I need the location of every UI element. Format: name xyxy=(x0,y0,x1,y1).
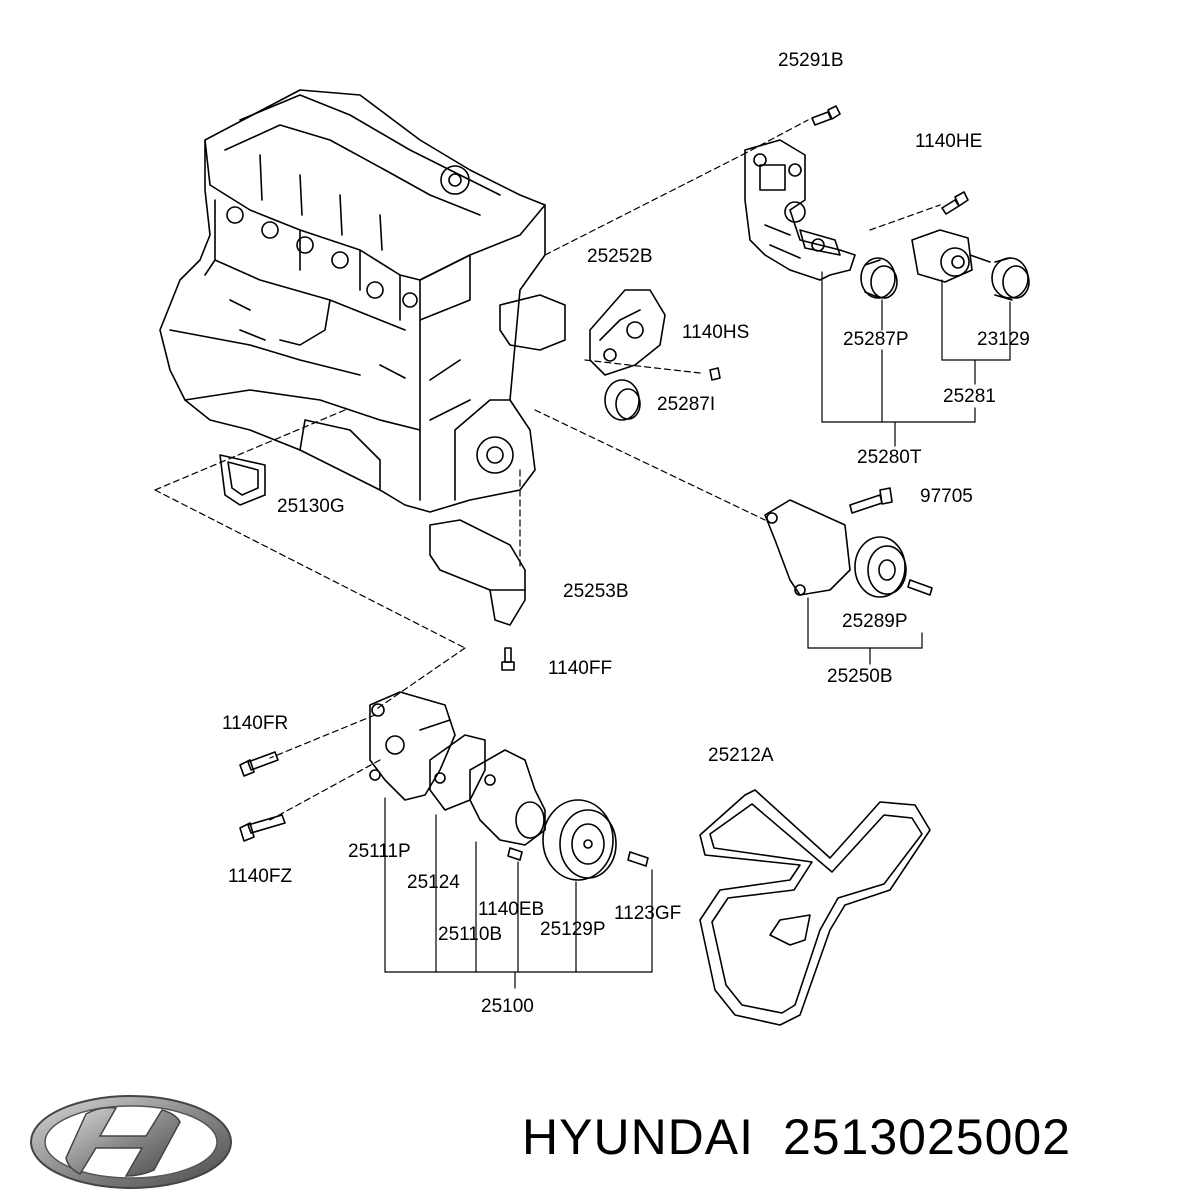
pulley-25287p-icon xyxy=(860,257,898,299)
bolt-1123gf-icon xyxy=(627,851,649,867)
group-lines-25250b xyxy=(807,597,923,665)
label-25129p: 25129P xyxy=(540,919,606,940)
label-25287i: 25287I xyxy=(657,394,715,415)
label-25130g: 25130G xyxy=(277,496,345,517)
label-23129: 23129 xyxy=(977,329,1030,350)
pulley-23129-icon xyxy=(991,257,1030,301)
label-25110b: 25110B xyxy=(438,924,502,945)
label-1140hs: 1140HS xyxy=(682,322,749,343)
tensioner-25281-icon xyxy=(911,229,991,283)
bolt-1140fr-icon xyxy=(239,751,279,777)
bracket-25250b-icon xyxy=(764,499,851,596)
label-25111p: 25111P xyxy=(348,841,411,862)
bolt-1140he-icon xyxy=(941,191,969,215)
label-1140fz: 1140FZ xyxy=(228,866,292,887)
bolt-25289p-icon xyxy=(907,579,933,596)
tensioner-bracket-icon xyxy=(744,139,856,281)
label-25252b: 25252B xyxy=(587,246,653,267)
label-1140ff: 1140FF xyxy=(548,658,612,679)
label-1123gf: 1123GF xyxy=(614,903,681,924)
label-25280t: 25280T xyxy=(857,447,922,468)
label-25124: 25124 xyxy=(407,872,460,893)
pump-housing-25111p-icon xyxy=(369,691,456,801)
bolt-1140ff-icon xyxy=(501,647,515,671)
label-97705: 97705 xyxy=(920,486,973,507)
bracket-25253b-icon xyxy=(429,519,526,626)
belt-25212a-icon xyxy=(699,789,931,1026)
gasket-25124-icon xyxy=(429,734,486,811)
label-25100: 25100 xyxy=(481,996,534,1017)
bolt-25291b-icon xyxy=(811,105,841,126)
bolt-97705-icon xyxy=(849,487,893,514)
label-25281: 25281 xyxy=(943,386,996,407)
bracket-25252b-icon xyxy=(499,289,666,376)
water-pump-25110b-icon xyxy=(469,749,546,846)
label-25250b: 25250B xyxy=(827,666,893,687)
brand-name: HYUNDAI xyxy=(522,1109,755,1165)
label-25291b: 25291B xyxy=(778,50,844,71)
label-25287p: 25287P xyxy=(843,329,909,350)
hyundai-logo-icon xyxy=(30,1095,232,1189)
leader-lines xyxy=(154,119,941,821)
pulley-25287i-icon xyxy=(604,379,641,421)
brand-caption: HYUNDAI 2513025002 xyxy=(522,1108,1071,1166)
engine-block xyxy=(159,89,546,513)
label-1140he: 1140HE xyxy=(915,131,982,152)
label-25212a: 25212A xyxy=(708,745,774,766)
pulley-25129p-icon xyxy=(542,799,617,881)
bolt-1140eb-icon xyxy=(507,847,523,861)
label-25289p: 25289P xyxy=(842,611,908,632)
bolt-1140hs-icon xyxy=(709,367,721,381)
brand-part-number: 2513025002 xyxy=(782,1109,1072,1165)
group-lines-25280t xyxy=(821,271,1011,447)
bolt-1140fz-icon xyxy=(239,814,286,842)
label-25253b: 25253B xyxy=(563,581,629,602)
label-1140eb: 1140EB xyxy=(478,899,544,920)
label-1140fr: 1140FR xyxy=(222,713,288,734)
gasket-25130g-icon xyxy=(219,454,266,506)
pulley-25289p-icon xyxy=(854,536,907,598)
group-lines-25100 xyxy=(384,797,653,989)
part-labels: 25291B 1140HE 25252B 1140HS 25287P 23129… xyxy=(222,50,1030,1017)
